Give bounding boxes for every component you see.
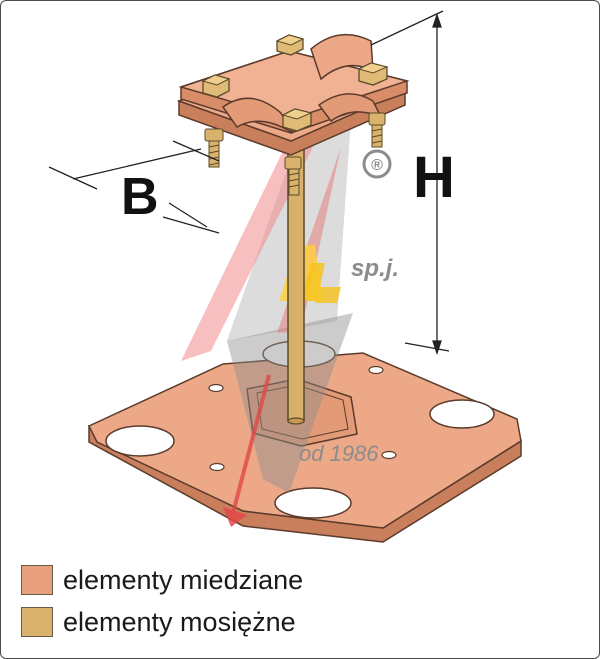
- rod: [287, 138, 305, 425]
- bolt-end-left: [204, 128, 224, 168]
- logo-since-text: od 1986: [299, 441, 379, 466]
- bolt-end-right: [368, 112, 386, 148]
- dimension-h: [370, 10, 450, 356]
- dimension-b: [48, 140, 220, 234]
- plate-hole-right: [429, 399, 495, 429]
- legend: elementy miedziane elementy mosiężne: [21, 559, 303, 643]
- base-plate: [87, 340, 522, 543]
- nut-left: [201, 74, 231, 98]
- legend-label-copper: elementy miedziane: [63, 564, 304, 595]
- nut-back: [275, 34, 305, 56]
- dimension-b-label: B: [121, 168, 159, 226]
- dimension-h-label: H: [413, 145, 455, 210]
- plate-hole-left: [105, 425, 175, 457]
- bolt-end-front: [284, 156, 302, 196]
- legend-item-brass: elementy mosiężne: [21, 601, 303, 643]
- logo-suffix-text: sp.j.: [351, 255, 400, 282]
- top-clamp: [176, 33, 410, 156]
- bolts: [201, 34, 389, 196]
- nut-right: [357, 62, 389, 86]
- plate-hole-front: [274, 487, 352, 519]
- legend-label-brass: elementy mosiężne: [63, 606, 296, 637]
- registered-mark: ®: [371, 157, 383, 174]
- nut-front: [281, 108, 313, 132]
- legend-item-copper: elementy miedziane: [21, 559, 303, 601]
- legend-swatch-brass: [21, 607, 53, 637]
- legend-swatch-copper: [21, 565, 53, 595]
